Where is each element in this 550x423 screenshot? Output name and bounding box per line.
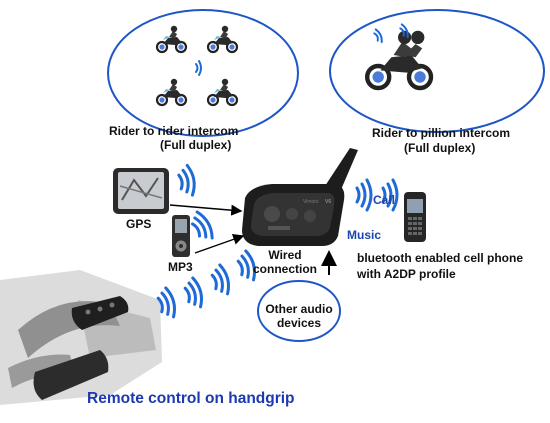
remote-wave-icon xyxy=(208,262,233,298)
remote-control-caption: Remote control on handgrip xyxy=(87,390,295,407)
mp3-label: MP3 xyxy=(168,260,193,274)
gps-label: GPS xyxy=(126,217,152,231)
bluetooth-wave-icon xyxy=(372,27,385,45)
handlebar-remote-icon xyxy=(0,270,162,405)
rider-bike-icon xyxy=(155,24,188,54)
gps-wave-icon xyxy=(175,163,198,199)
bluetooth-intercom-headset-icon xyxy=(242,148,358,246)
rider-to-pillion-label: Rider to pillion intercom xyxy=(372,126,511,140)
other-audio-line2: devices xyxy=(276,316,322,330)
phone-label: bluetooth enabled cell phone xyxy=(357,251,524,265)
wired-connection-label: Wired connection xyxy=(246,248,324,276)
rider-bike-icon xyxy=(155,77,188,107)
rider-bike-icon xyxy=(206,24,239,54)
headset-brand-text: Vimoto xyxy=(303,199,319,205)
phone-wave-icon xyxy=(355,178,373,212)
gps-navigator-icon xyxy=(113,168,169,214)
mp3-player-icon xyxy=(172,215,190,257)
phone-profile-label: with A2DP profile xyxy=(357,267,456,281)
rider-to-rider-duplex-label: (Full duplex) xyxy=(160,138,232,152)
bluetooth-wave-icon xyxy=(195,60,202,76)
other-audio-label: Other audio devices xyxy=(259,302,339,330)
headset-model-text: V6 xyxy=(325,199,331,205)
gps-arrow xyxy=(169,204,243,216)
call-label: Call xyxy=(373,193,396,207)
rider-to-pillion-ellipse xyxy=(329,9,545,133)
mp3-wave-icon xyxy=(187,208,218,245)
rider-to-rider-label: Rider to rider intercom xyxy=(109,124,239,138)
music-label: Music xyxy=(347,228,382,242)
two-up-motorcycle-icon xyxy=(364,30,434,91)
rider-to-pillion-duplex-label: (Full duplex) xyxy=(404,141,476,155)
mp3-arrow xyxy=(194,233,245,254)
remote-wave-icon xyxy=(181,275,206,311)
other-audio-ellipse xyxy=(257,280,341,342)
other-audio-line1: Other audio xyxy=(265,302,333,316)
mobile-phone-icon xyxy=(404,192,426,242)
rider-bike-icon xyxy=(206,77,239,107)
connection-label: connection xyxy=(252,262,317,276)
rider-to-rider-ellipse xyxy=(107,9,299,137)
wired-label: Wired xyxy=(268,248,302,262)
